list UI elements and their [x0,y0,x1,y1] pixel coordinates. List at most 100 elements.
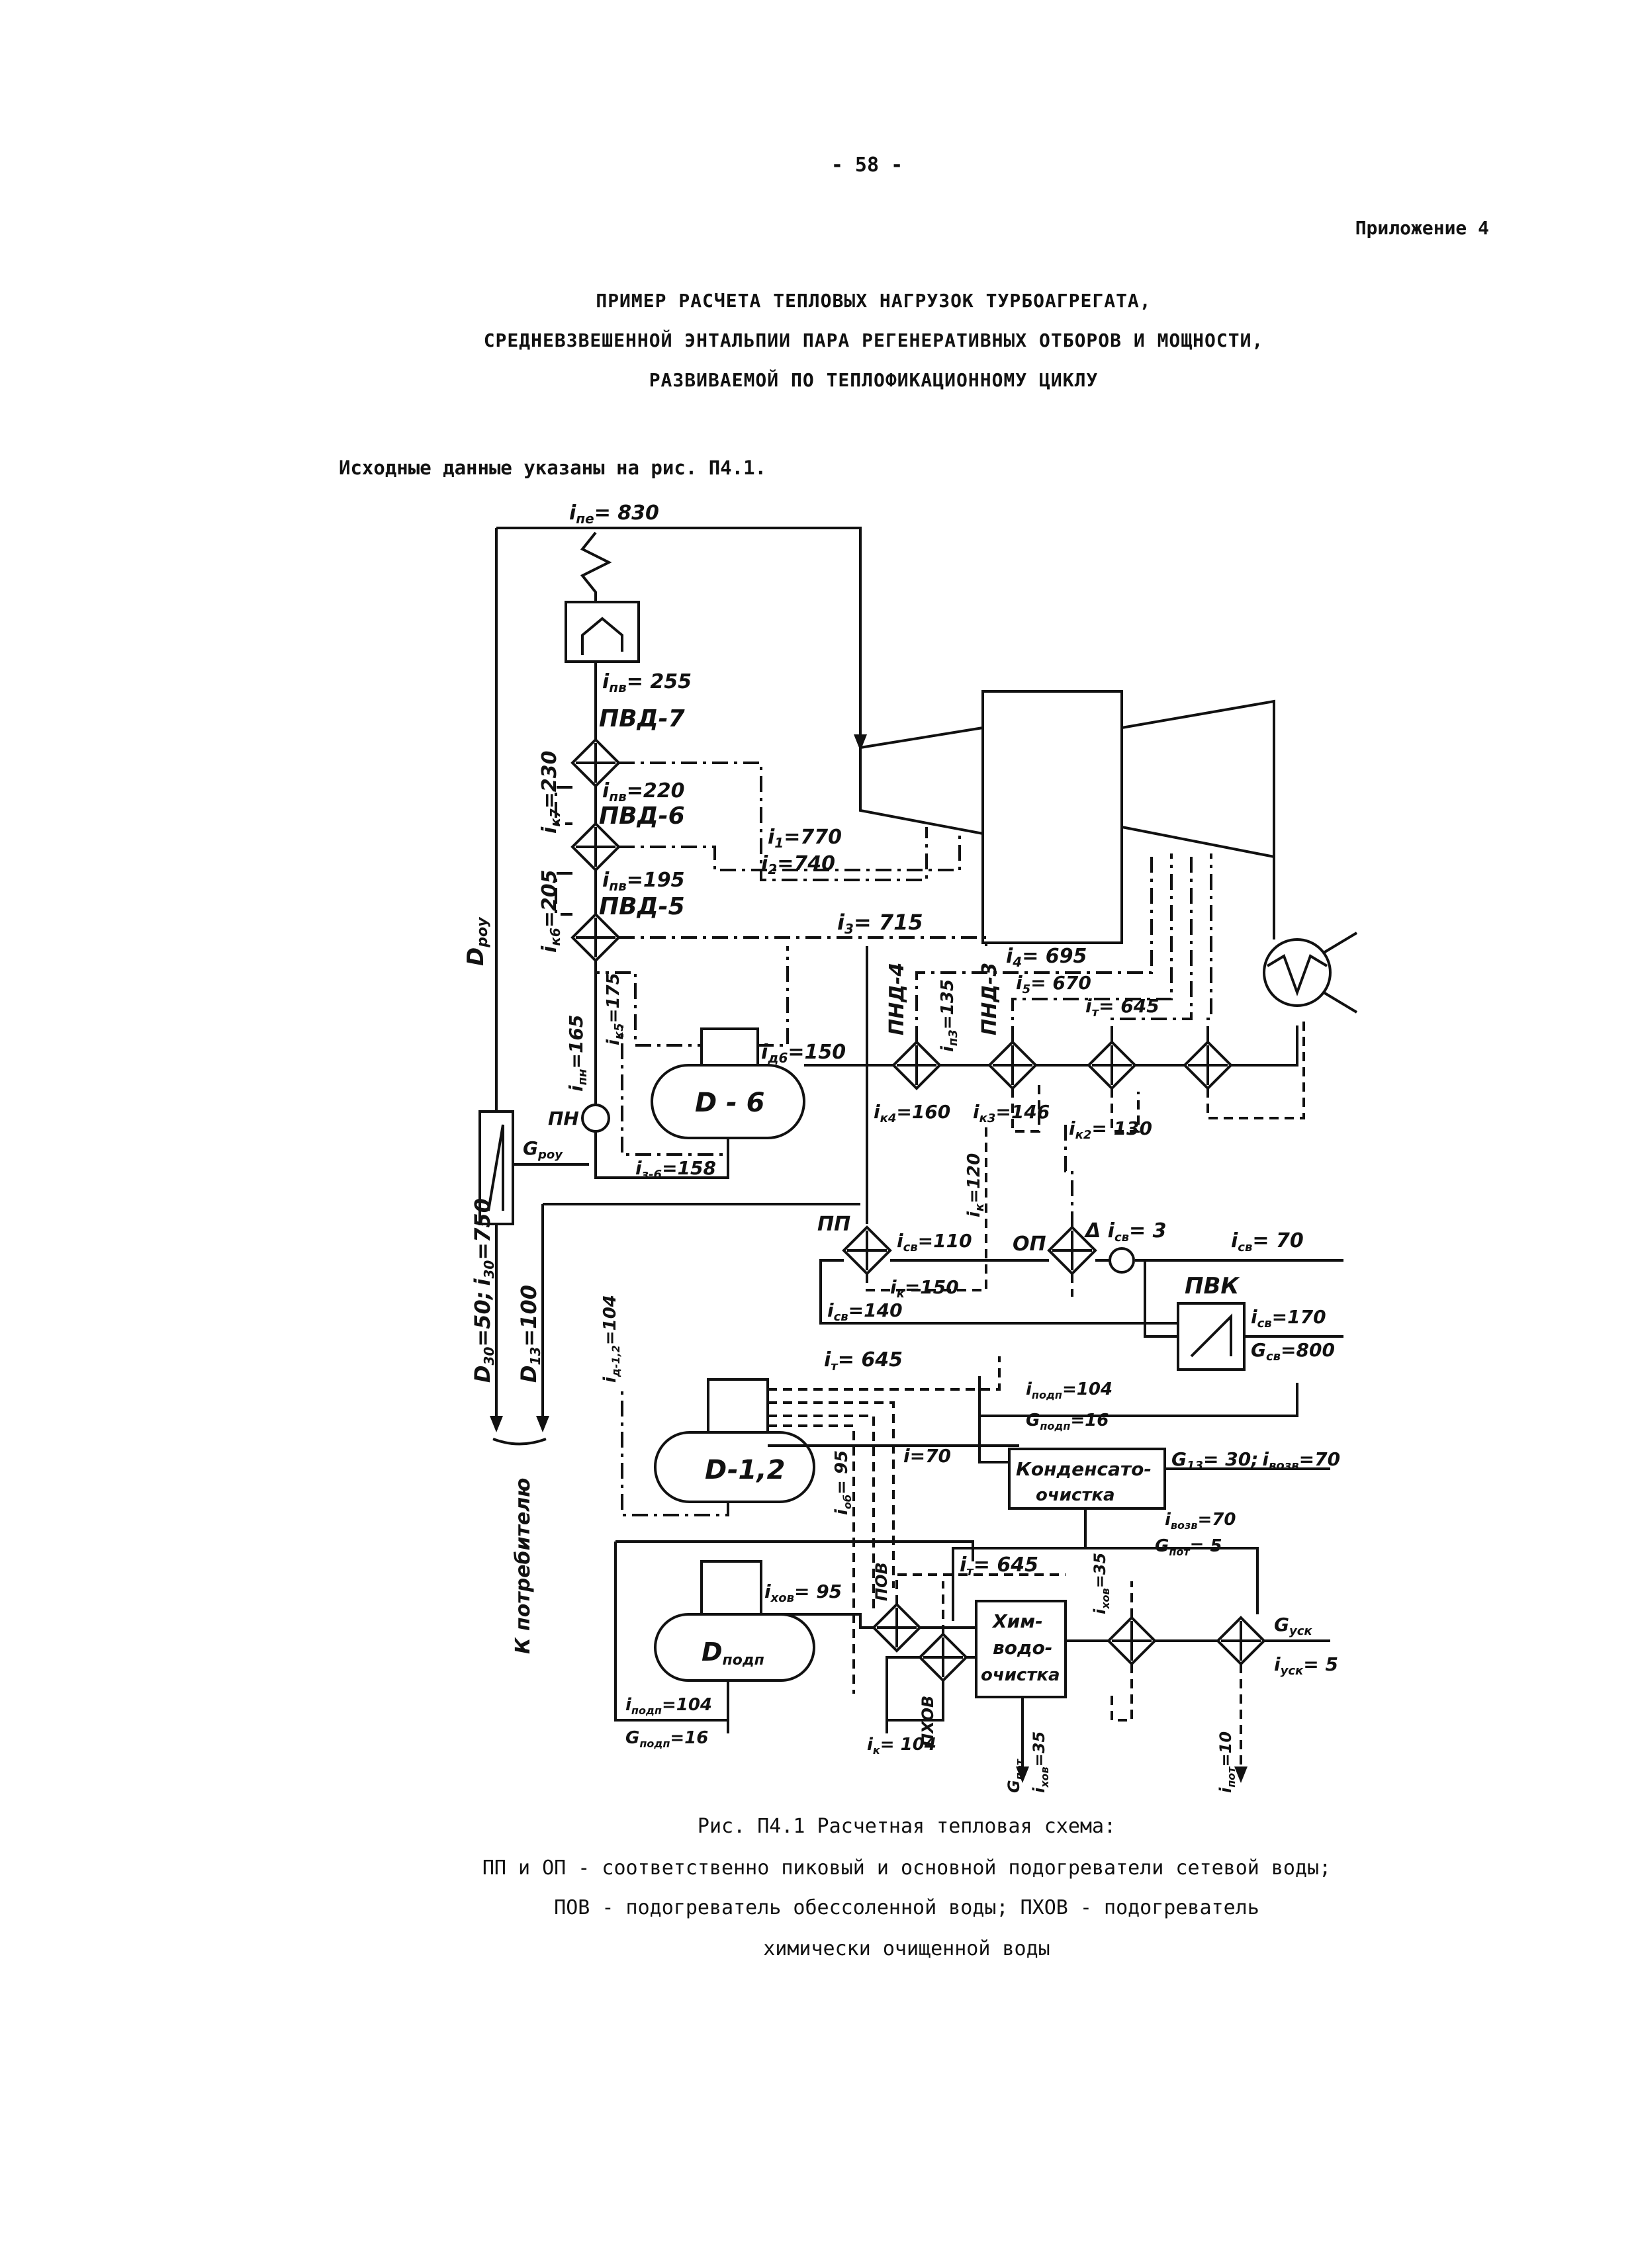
superheater-coil [580,531,612,602]
label-i-podp2: iподп=104 [625,1695,712,1717]
usk-heater [1216,1616,1266,1666]
extraction-2 [619,834,961,871]
label-i-khov: iхов=35 [1091,1553,1112,1614]
feed-pump-icon [581,1104,610,1133]
dpodp-head [700,1560,762,1616]
op-steam [1064,1125,1073,1227]
arrow-d30 [490,1416,503,1432]
title-line-3: РАЗВИВАЕМОЙ ПО ТЕПЛОФИКАЦИОННОМУ ЦИКЛУ [649,369,1099,391]
label-i-1: i1=770 [768,826,842,851]
d12-steam [768,1356,1001,1694]
pvd-5-heater [570,912,621,963]
d6-head [700,1027,759,1067]
hvo-box [975,1600,1067,1698]
label-dpodp: Dподп [702,1637,764,1669]
label-d12: D-1,2 [705,1455,785,1485]
label-i-k104: iк= 104 [867,1735,936,1757]
network-pump-icon [1109,1247,1135,1274]
label-i-sv-ot: iсв=110 [897,1230,972,1254]
label-d13: D13=100 [516,1285,543,1383]
label-i-pv1: iпв= 255 [602,670,692,695]
extraction-6 [1206,853,1212,1042]
pot-line [1085,1547,1259,1614]
pvd-7-heater [570,738,621,788]
label-d30: D30=50;i30=750 [470,1198,497,1383]
label-i-k4: iк4=160 [874,1101,950,1125]
label-pn: ПН [548,1108,579,1129]
label-g-khov: Gпот [1005,1758,1026,1793]
label-pov: ПОВ [872,1562,891,1601]
label-i-kop: iк=120 [964,1153,987,1217]
label-i-5: i5= 670 [1016,972,1091,996]
label-i-d12: iд-1,2=104 [600,1295,622,1383]
pump-to-d6 [594,1131,729,1179]
drain-7-6 [555,786,572,825]
label-him-3: очистка [981,1665,1060,1685]
hvo-heater [1107,1616,1157,1666]
label-i-vozv2: iвозв=70 [1165,1510,1236,1532]
label-d-rou: Dроу [463,916,491,966]
phov-drain [887,1680,944,1722]
label-i-2: i2=740 [761,852,835,877]
label-g-pot: Gпот= 5 [1155,1536,1222,1558]
label-i-ob: iоб= 95 [832,1450,854,1515]
arrow-khov [1016,1766,1029,1783]
dpodp-outline [614,1540,974,1722]
pnd-1-heater [1183,1040,1233,1090]
label-i-k7: iк7=230 [538,750,563,834]
pov-heater [872,1602,922,1653]
label-i-70: i=70 [903,1445,951,1467]
pnd-4-heater [891,1040,942,1090]
label-i-kpp: iк=150 [890,1276,959,1301]
label-pvd5: ПВД-5 [599,893,685,920]
page-number: - 58 - [831,153,903,177]
label-i-4: i4= 695 [1006,945,1087,970]
kond-box [1008,1448,1166,1510]
d12-tank [654,1431,815,1503]
label-i-k3: iк3=146 [973,1101,1050,1125]
label-i-ko: iпот=10 [1216,1731,1238,1793]
main-steam-line [496,527,862,748]
label-g-podp1: Gподп=16 [1026,1411,1109,1432]
label-i-t2: iт= 645 [824,1348,903,1374]
rou-glyph [487,1124,504,1211]
drain-6-5 [555,872,572,916]
appendix-label: Приложение 4 [1355,217,1489,239]
caption-line-3: ПОВ - подогреватель обессоленной воды; П… [554,1896,1259,1919]
drain-pnd [1011,1019,1305,1133]
hvo-steam [1111,1581,1133,1722]
label-i-pn: iпн=165 [565,1015,590,1092]
label-i-d6: iд6=150 [761,1041,846,1066]
label-g-13: G13= 30;iвозв=70 [1171,1448,1340,1473]
kond-out [952,1508,1087,1621]
turbine-mid [981,690,1123,944]
pvd-6-heater [570,822,621,872]
arrow-down [854,734,867,751]
label-phov: ПХОВ [919,1696,937,1747]
d12-drain [621,1389,729,1516]
condensate-line [804,1025,1298,1067]
label-pnd3: ПНД-3 [978,963,1001,1035]
label-i-obr: iсв= 70 [1231,1229,1304,1254]
label-i-svpp: iсв=140 [827,1299,903,1324]
label-pvk: ПВК [1185,1273,1240,1299]
label-i-podp1: iподп=104 [1026,1379,1113,1401]
label-i-t1: iт= 645 [1085,995,1159,1020]
condenser-coil [1266,954,1328,996]
intro-text: Исходные данные указаны на рис. П4.1. [339,457,767,479]
pov-steam [895,1573,1066,1634]
turbine-hp [859,726,984,836]
label-g-rou: Gроу [523,1137,563,1162]
label-i-pr: iсв=170 [1251,1306,1326,1330]
label-i-k2: iк2= 130 [1069,1117,1152,1142]
extraction-1 [619,762,928,881]
cooling-in [1322,932,1358,954]
cooling-out [1322,991,1358,1014]
condenser-icon [1263,938,1332,1007]
pp-heater [842,1225,892,1276]
label-i-3: i3= 715 [837,910,923,937]
boiler-box [565,601,640,663]
label-i-pv3: iпв=195 [602,869,685,894]
label-him-2: водо- [993,1637,1052,1659]
